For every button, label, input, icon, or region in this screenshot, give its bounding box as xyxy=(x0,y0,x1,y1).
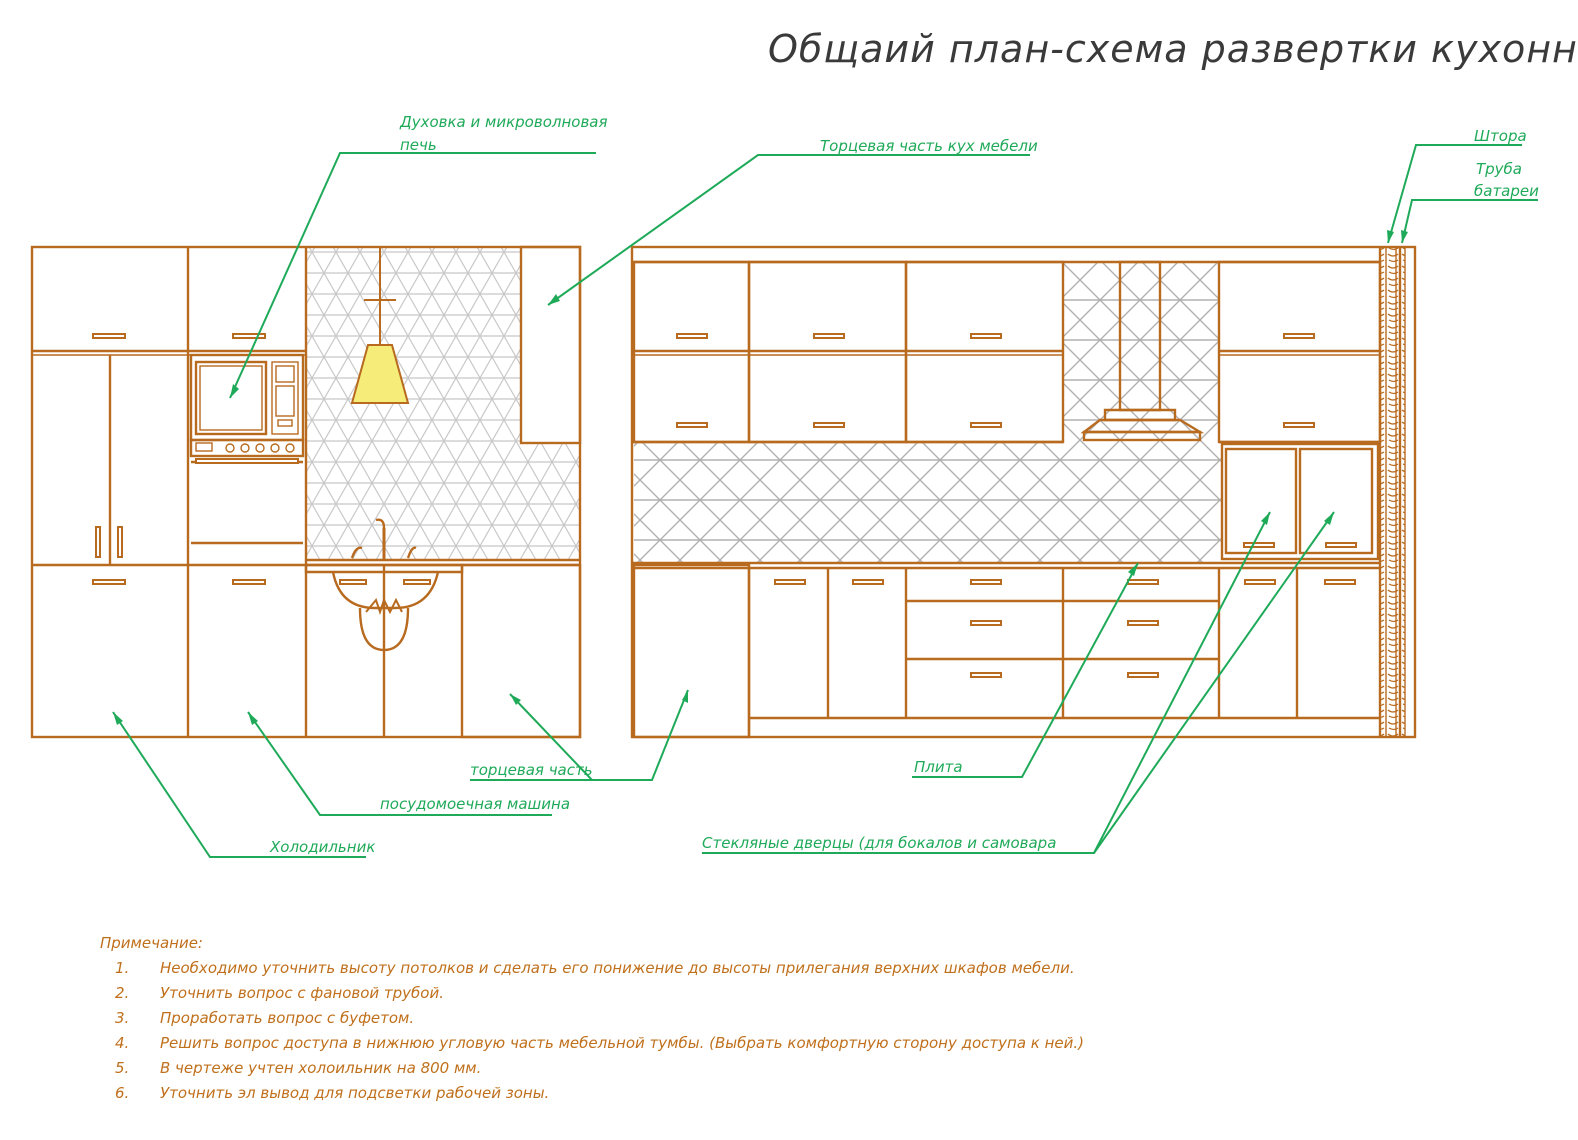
note-text: Уточнить вопрос с фановой трубой. xyxy=(160,984,444,1002)
label-fridge: Холодильник xyxy=(269,838,375,856)
leader-end-panel-top xyxy=(547,154,1030,306)
label-glass-doors: Стекляные дверцы (для бокалов и самовара xyxy=(702,834,1056,852)
note-number: 3. xyxy=(115,1009,129,1027)
label-end-panel-bottom: торцевая часть xyxy=(470,761,593,779)
range-hood xyxy=(1080,260,1205,442)
pendant-lamp xyxy=(350,247,410,404)
note-number: 6. xyxy=(115,1084,129,1102)
note-number: 2. xyxy=(115,984,129,1002)
tile-hood-area xyxy=(1063,262,1219,442)
note-number: 4. xyxy=(115,1034,129,1052)
leader-pipe xyxy=(1401,199,1538,244)
label-curtain: Штора xyxy=(1474,127,1527,145)
leader-lines xyxy=(112,144,1538,858)
drawing-title: Общаий план-схема развертки кухонной меб… xyxy=(768,27,1578,71)
right-elevation xyxy=(630,245,1417,739)
note-text: Уточнить эл вывод для подсветки рабочей … xyxy=(160,1084,549,1102)
leader-glass-doors-right xyxy=(1093,511,1335,854)
notes-heading: Примечание: xyxy=(100,934,203,952)
note-text: Необходимо уточнить высоту потолков и сд… xyxy=(160,959,1075,977)
label-oven-line1: Духовка и микроволновая xyxy=(399,113,608,131)
end-panel-upper-left xyxy=(521,247,580,443)
leader-oven xyxy=(229,152,596,399)
note-text: Проработать вопрос с буфетом. xyxy=(160,1009,414,1027)
note-text: В чертеже учтен холоильник на 800 мм. xyxy=(160,1059,481,1077)
leader-curtain xyxy=(1387,144,1522,244)
label-end-panel-top: Торцевая часть кух мебели xyxy=(820,137,1038,155)
note-text: Решить вопрос доступа в нижнюю угловую ч… xyxy=(160,1034,1084,1052)
leader-dishwasher xyxy=(247,711,552,816)
label-dishwasher: посудомоечная машина xyxy=(380,795,570,813)
leader-stove xyxy=(912,562,1139,778)
label-stove: Плита xyxy=(914,758,963,776)
label-pipe-line1: Труба xyxy=(1476,160,1522,178)
notes: Примечание: 1. Необходимо уточнить высот… xyxy=(100,934,1084,1102)
end-panel-lower-right xyxy=(632,563,751,739)
glass-door-cabinet xyxy=(1220,442,1380,561)
radiator-pipe xyxy=(1400,248,1405,736)
note-number: 5. xyxy=(115,1059,129,1077)
label-oven-line2: печь xyxy=(400,136,437,154)
end-panel-lower-left xyxy=(460,563,582,739)
sink xyxy=(304,518,464,652)
leader-fridge xyxy=(112,711,366,858)
label-pipe-line2: батареи xyxy=(1474,182,1539,200)
leader-end-panel-bottom-left xyxy=(509,693,593,781)
microwave-oven xyxy=(189,353,305,545)
labels: Духовка и микроволновая печь Торцевая ча… xyxy=(269,113,1539,856)
left-elevation xyxy=(30,245,582,739)
note-number: 1. xyxy=(115,959,129,977)
leader-end-panel-bottom-right xyxy=(470,689,689,781)
